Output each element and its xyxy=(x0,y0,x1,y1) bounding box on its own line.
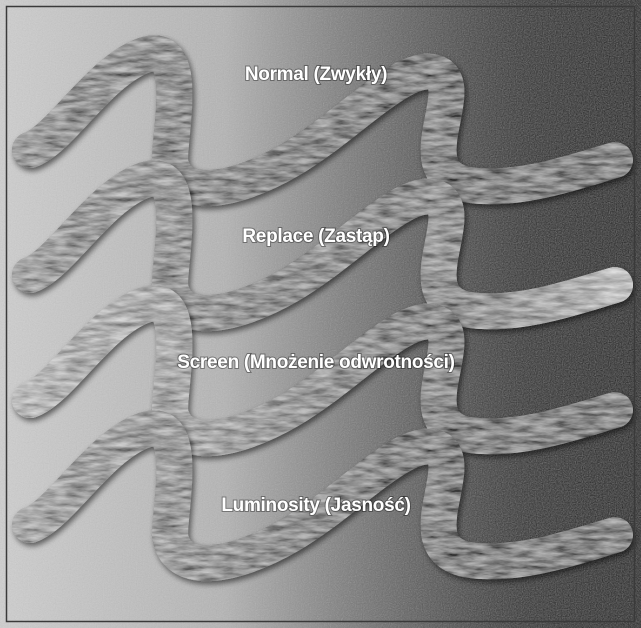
label-replace: Replace (Zastąp) xyxy=(242,226,389,247)
label-luminosity: Luminosity (Jasność) xyxy=(221,495,410,516)
label-normal: Normal (Zwykły) xyxy=(245,64,387,85)
label-screen: Screen (Mnożenie odwrotności) xyxy=(177,352,454,373)
